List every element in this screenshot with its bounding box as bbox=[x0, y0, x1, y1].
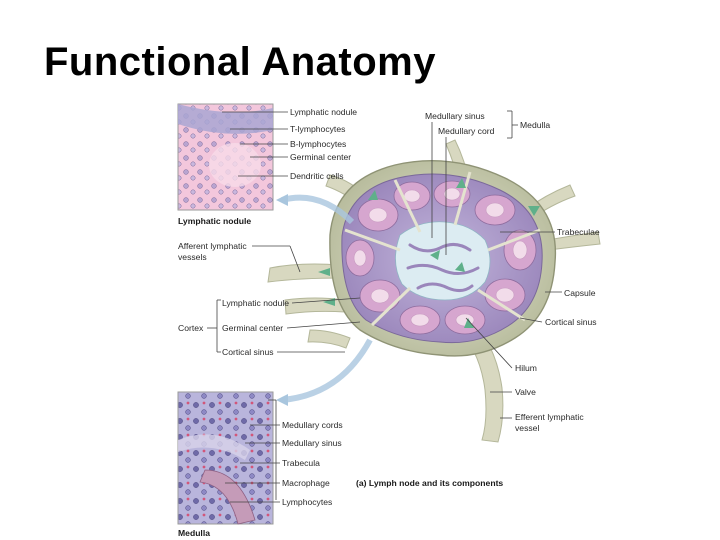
label-hilum: Hilum bbox=[515, 363, 537, 373]
label-medullary-sinus-bottom: Medullary sinus bbox=[282, 438, 342, 448]
trabeculae bbox=[344, 171, 541, 327]
inset-bottom-caption: Medulla bbox=[178, 528, 210, 538]
label-medullary-cords: Medullary cords bbox=[282, 420, 343, 430]
label-b-lymphocytes: B-lymphocytes bbox=[290, 139, 346, 149]
label-cortex: Cortex bbox=[178, 323, 204, 333]
inset-top-arrow bbox=[276, 194, 288, 206]
label-capsule: Capsule bbox=[564, 288, 596, 298]
inset-top-caption: Lymphatic nodule bbox=[178, 216, 251, 226]
figure-caption: (a) Lymph node and its components bbox=[356, 478, 503, 488]
label-afferent-1: Afferent lymphatic bbox=[178, 241, 247, 251]
right-labels: Trabeculae Capsule Cortical sinus Hilum … bbox=[465, 227, 600, 433]
inset-top-labels: Lymphatic nodule T-lymphocytes B-lymphoc… bbox=[222, 107, 357, 181]
left-labels: Afferent lymphatic vessels Cortex Lympha… bbox=[178, 241, 361, 357]
label-medullary-sinus-top: Medullary sinus bbox=[425, 111, 485, 121]
label-cortical-sinus-left: Cortical sinus bbox=[222, 347, 274, 357]
label-germinal-center-top: Germinal center bbox=[290, 152, 351, 162]
flow-arrows bbox=[318, 178, 540, 328]
inset-bottom-connector bbox=[281, 338, 373, 403]
label-valve: Valve bbox=[515, 387, 536, 397]
medullary-cords bbox=[406, 243, 480, 293]
label-dendritic-cells: Dendritic cells bbox=[290, 171, 344, 181]
medulla-region bbox=[395, 221, 491, 301]
germinal-centers bbox=[353, 187, 528, 327]
label-medulla-top: Medulla bbox=[520, 120, 550, 130]
label-trabeculae: Trabeculae bbox=[557, 227, 600, 237]
label-macrophage: Macrophage bbox=[282, 478, 330, 488]
label-afferent-2: vessels bbox=[178, 252, 207, 262]
label-t-lymphocytes: T-lymphocytes bbox=[290, 124, 345, 134]
label-lymphocytes: Lymphocytes bbox=[282, 497, 332, 507]
inset-medulla: Medulla bbox=[177, 391, 274, 538]
label-lymphatic-nodule-top: Lymphatic nodule bbox=[290, 107, 357, 117]
label-cortical-sinus-right: Cortical sinus bbox=[545, 317, 597, 327]
inset-bottom-labels: Medullary cords Medullary sinus Trabecul… bbox=[225, 399, 343, 507]
label-germinal-center-left: Germinal center bbox=[222, 323, 283, 333]
label-trabecula: Trabecula bbox=[282, 458, 320, 468]
label-efferent-1: Efferent lymphatic bbox=[515, 412, 584, 422]
label-efferent-2: vessel bbox=[515, 423, 539, 433]
page-title: Functional Anatomy bbox=[44, 40, 436, 84]
inset-bottom-arrow bbox=[276, 394, 288, 406]
label-lymphatic-nodule-left: Lymphatic nodule bbox=[222, 298, 289, 308]
label-medullary-cord-top: Medullary cord bbox=[438, 126, 495, 136]
inset-lymphatic-nodule: Lymphatic nodule bbox=[177, 103, 274, 226]
inset-top-connector bbox=[281, 194, 355, 225]
top-labels: Medullary sinus Medullary cord Medulla bbox=[425, 110, 550, 255]
